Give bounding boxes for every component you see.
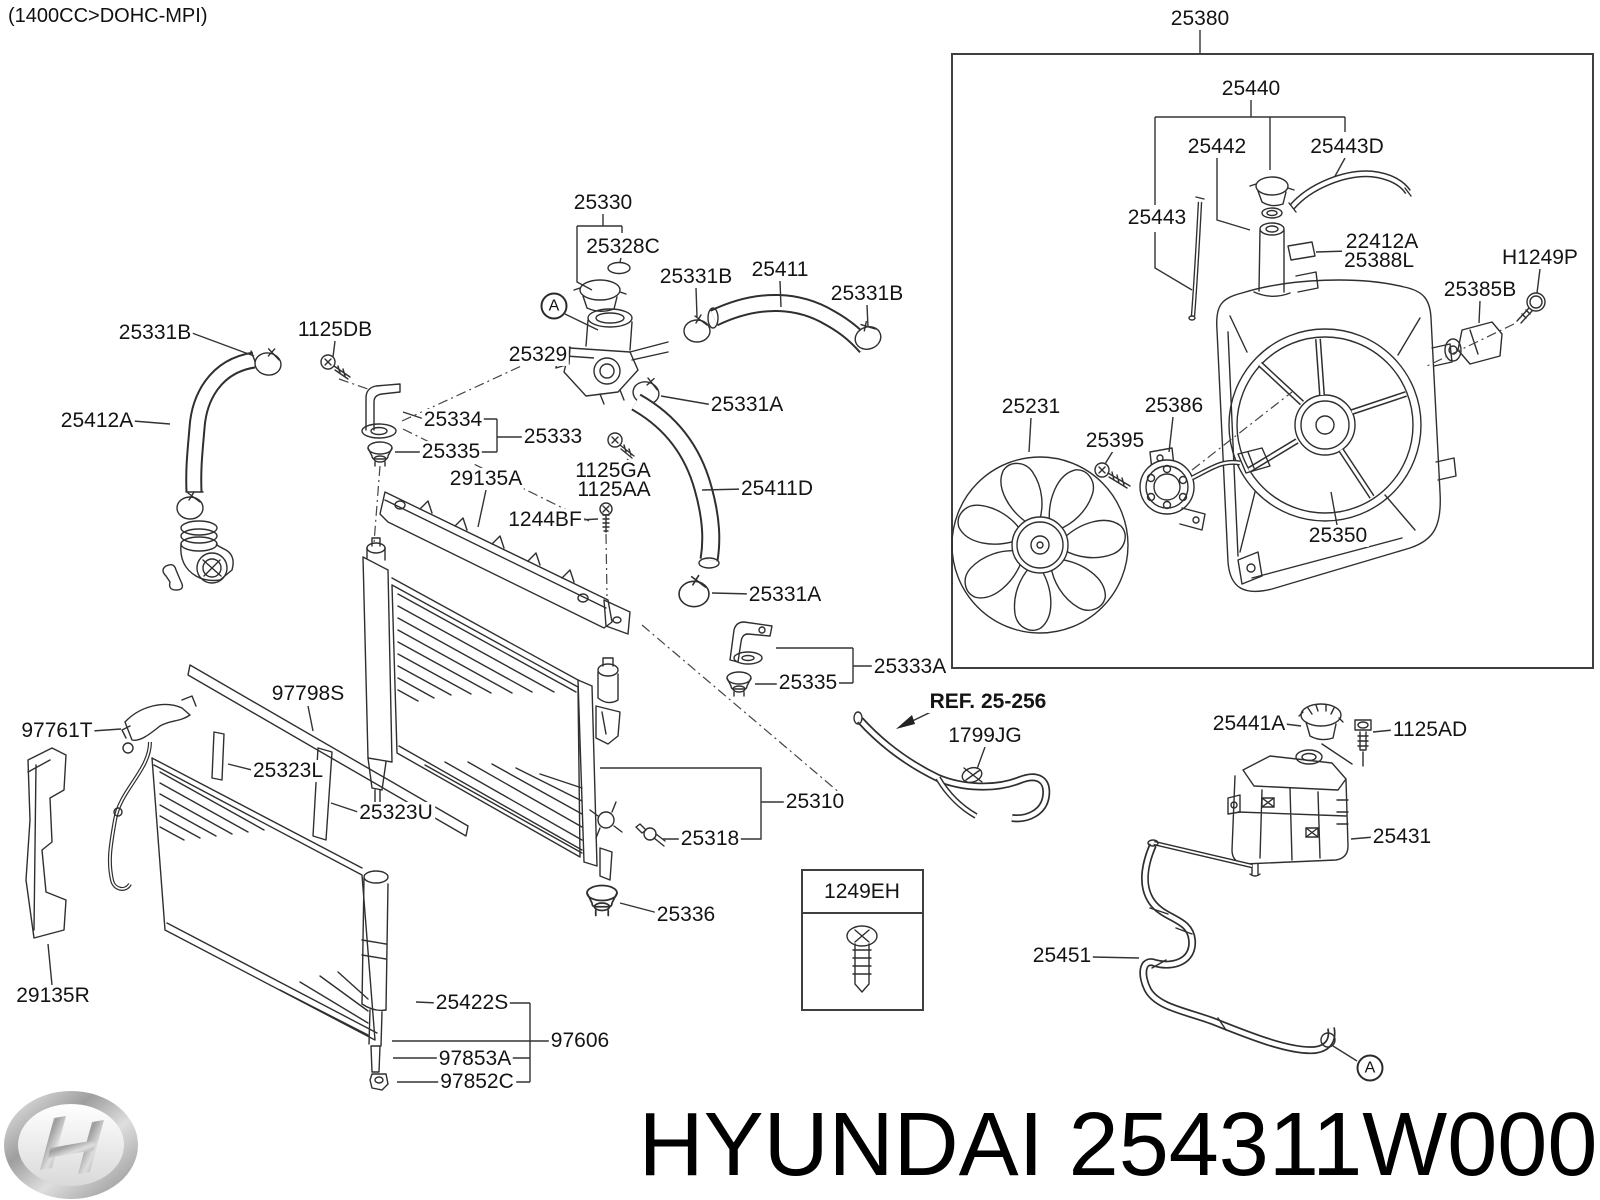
part-label-25385b: 25385B (1441, 277, 1519, 302)
part-label-h1249p: H1249P (1500, 245, 1580, 270)
part-label-25333a: 25333A (871, 654, 949, 679)
part-label-25231: 25231 (999, 394, 1063, 419)
inlet-hose-drawing (162, 345, 285, 591)
part-label-1244bf: 1244BF (506, 507, 584, 532)
part-label-25442: 25442 (1185, 134, 1249, 159)
part-label-25331b-3: 25331B (828, 281, 906, 306)
part-label-25333: 25333 (521, 424, 585, 449)
brand-part-number-title: HYUNDAI 254311W000 (638, 1095, 1598, 1195)
part-label-25328c: 25328C (584, 234, 662, 259)
part-label-25412a: 25412A (58, 408, 136, 433)
part-label-97798s: 97798S (269, 681, 347, 706)
part-label-25431: 25431 (1370, 824, 1434, 849)
radiator-hose-upper-drawing (707, 294, 885, 354)
part-label-1125ad: 1125AD (1390, 717, 1470, 742)
screw-callout-box (801, 869, 924, 1011)
part-label-25350: 25350 (1306, 523, 1370, 548)
part-label-25329: 25329 (506, 342, 570, 367)
part-label-25388l: 25388L (1341, 248, 1417, 273)
reservoir-tank-drawing (1139, 703, 1372, 1062)
part-label-25411: 25411 (749, 257, 811, 282)
part-label-29135a: 29135A (447, 466, 525, 491)
mount-bracket-upper-drawing (361, 383, 526, 467)
part-label-1799jg: 1799JG (946, 723, 1024, 748)
part-label-1249eh: 1249EH (822, 879, 902, 904)
part-label-25443: 25443 (1125, 205, 1189, 230)
mount-bracket-lower-drawing (726, 621, 877, 697)
detail-marker-a-1: A (540, 292, 568, 320)
fan-shroud-drawing (1215, 271, 1457, 593)
radiator-drawing (362, 491, 666, 917)
part-label-25331b-1: 25331B (116, 320, 194, 345)
part-label-25310: 25310 (783, 789, 847, 814)
part-label-29135r: 29135R (14, 983, 92, 1008)
part-label-25441a: 25441A (1210, 711, 1288, 736)
part-label-25318: 25318 (678, 826, 742, 851)
engine-variant-label: (1400CC>DOHC-MPI) (8, 5, 208, 27)
radiator-callout-bracket (600, 767, 786, 840)
part-label-25422s: 25422S (433, 990, 511, 1015)
part-label-97606: 97606 (548, 1028, 612, 1053)
part-label-25323l: 25323L (250, 758, 326, 783)
part-label-25335-1: 25335 (419, 439, 483, 464)
ref-note-label: REF. 25-256 (927, 689, 1049, 714)
leader-lines (47, 268, 1541, 1083)
fan-sensor-drawing (1426, 292, 1546, 367)
radiator-hose-lower-drawing (631, 393, 721, 608)
part-label-25331a-2: 25331A (746, 582, 824, 607)
part-label-22412a: 22412A (1343, 229, 1421, 254)
part-label-25440: 25440 (1219, 76, 1283, 101)
fan-motor-drawing (1094, 447, 1271, 531)
seal-strips-drawing (187, 664, 469, 841)
part-label-25411d: 25411D (738, 476, 816, 501)
hyundai-logo (4, 1091, 138, 1199)
part-label-1125aa: 1125AA (575, 477, 653, 502)
mount-screws-drawing (320, 354, 635, 533)
part-label-25330: 25330 (571, 190, 635, 215)
part-label-97853a: 97853A (436, 1046, 514, 1071)
part-label-25331b-2: 25331B (657, 264, 735, 289)
part-label-1125db: 1125DB (295, 317, 375, 342)
part-label-97852c: 97852C (438, 1069, 516, 1094)
part-label-25451: 25451 (1030, 943, 1094, 968)
ref-hose-drawing (641, 624, 1051, 823)
part-label-25334: 25334 (421, 407, 485, 432)
part-label-1125ga: 1125GA (573, 458, 653, 483)
part-label-25380: 25380 (1168, 6, 1232, 31)
air-deflector-drawing (25, 747, 67, 939)
drier-bracket-drawing (107, 695, 197, 891)
part-label-25331a-1: 25331A (708, 392, 786, 417)
fan-blade-drawing (951, 456, 1129, 635)
part-label-25336: 25336 (654, 902, 718, 927)
part-label-25395: 25395 (1083, 428, 1147, 453)
detail-marker-a-2: A (1356, 1054, 1384, 1082)
part-label-97761t: 97761T (19, 718, 95, 743)
part-label-25323u: 25323U (357, 800, 435, 825)
condenser-drawing (151, 757, 389, 1091)
fan-assembly-box (951, 30, 1594, 669)
part-label-25335-2: 25335 (776, 670, 840, 695)
part-label-25386: 25386 (1142, 393, 1206, 418)
part-label-25443d: 25443D (1308, 134, 1386, 159)
reservoir-cap-group-drawing (1154, 100, 1412, 321)
